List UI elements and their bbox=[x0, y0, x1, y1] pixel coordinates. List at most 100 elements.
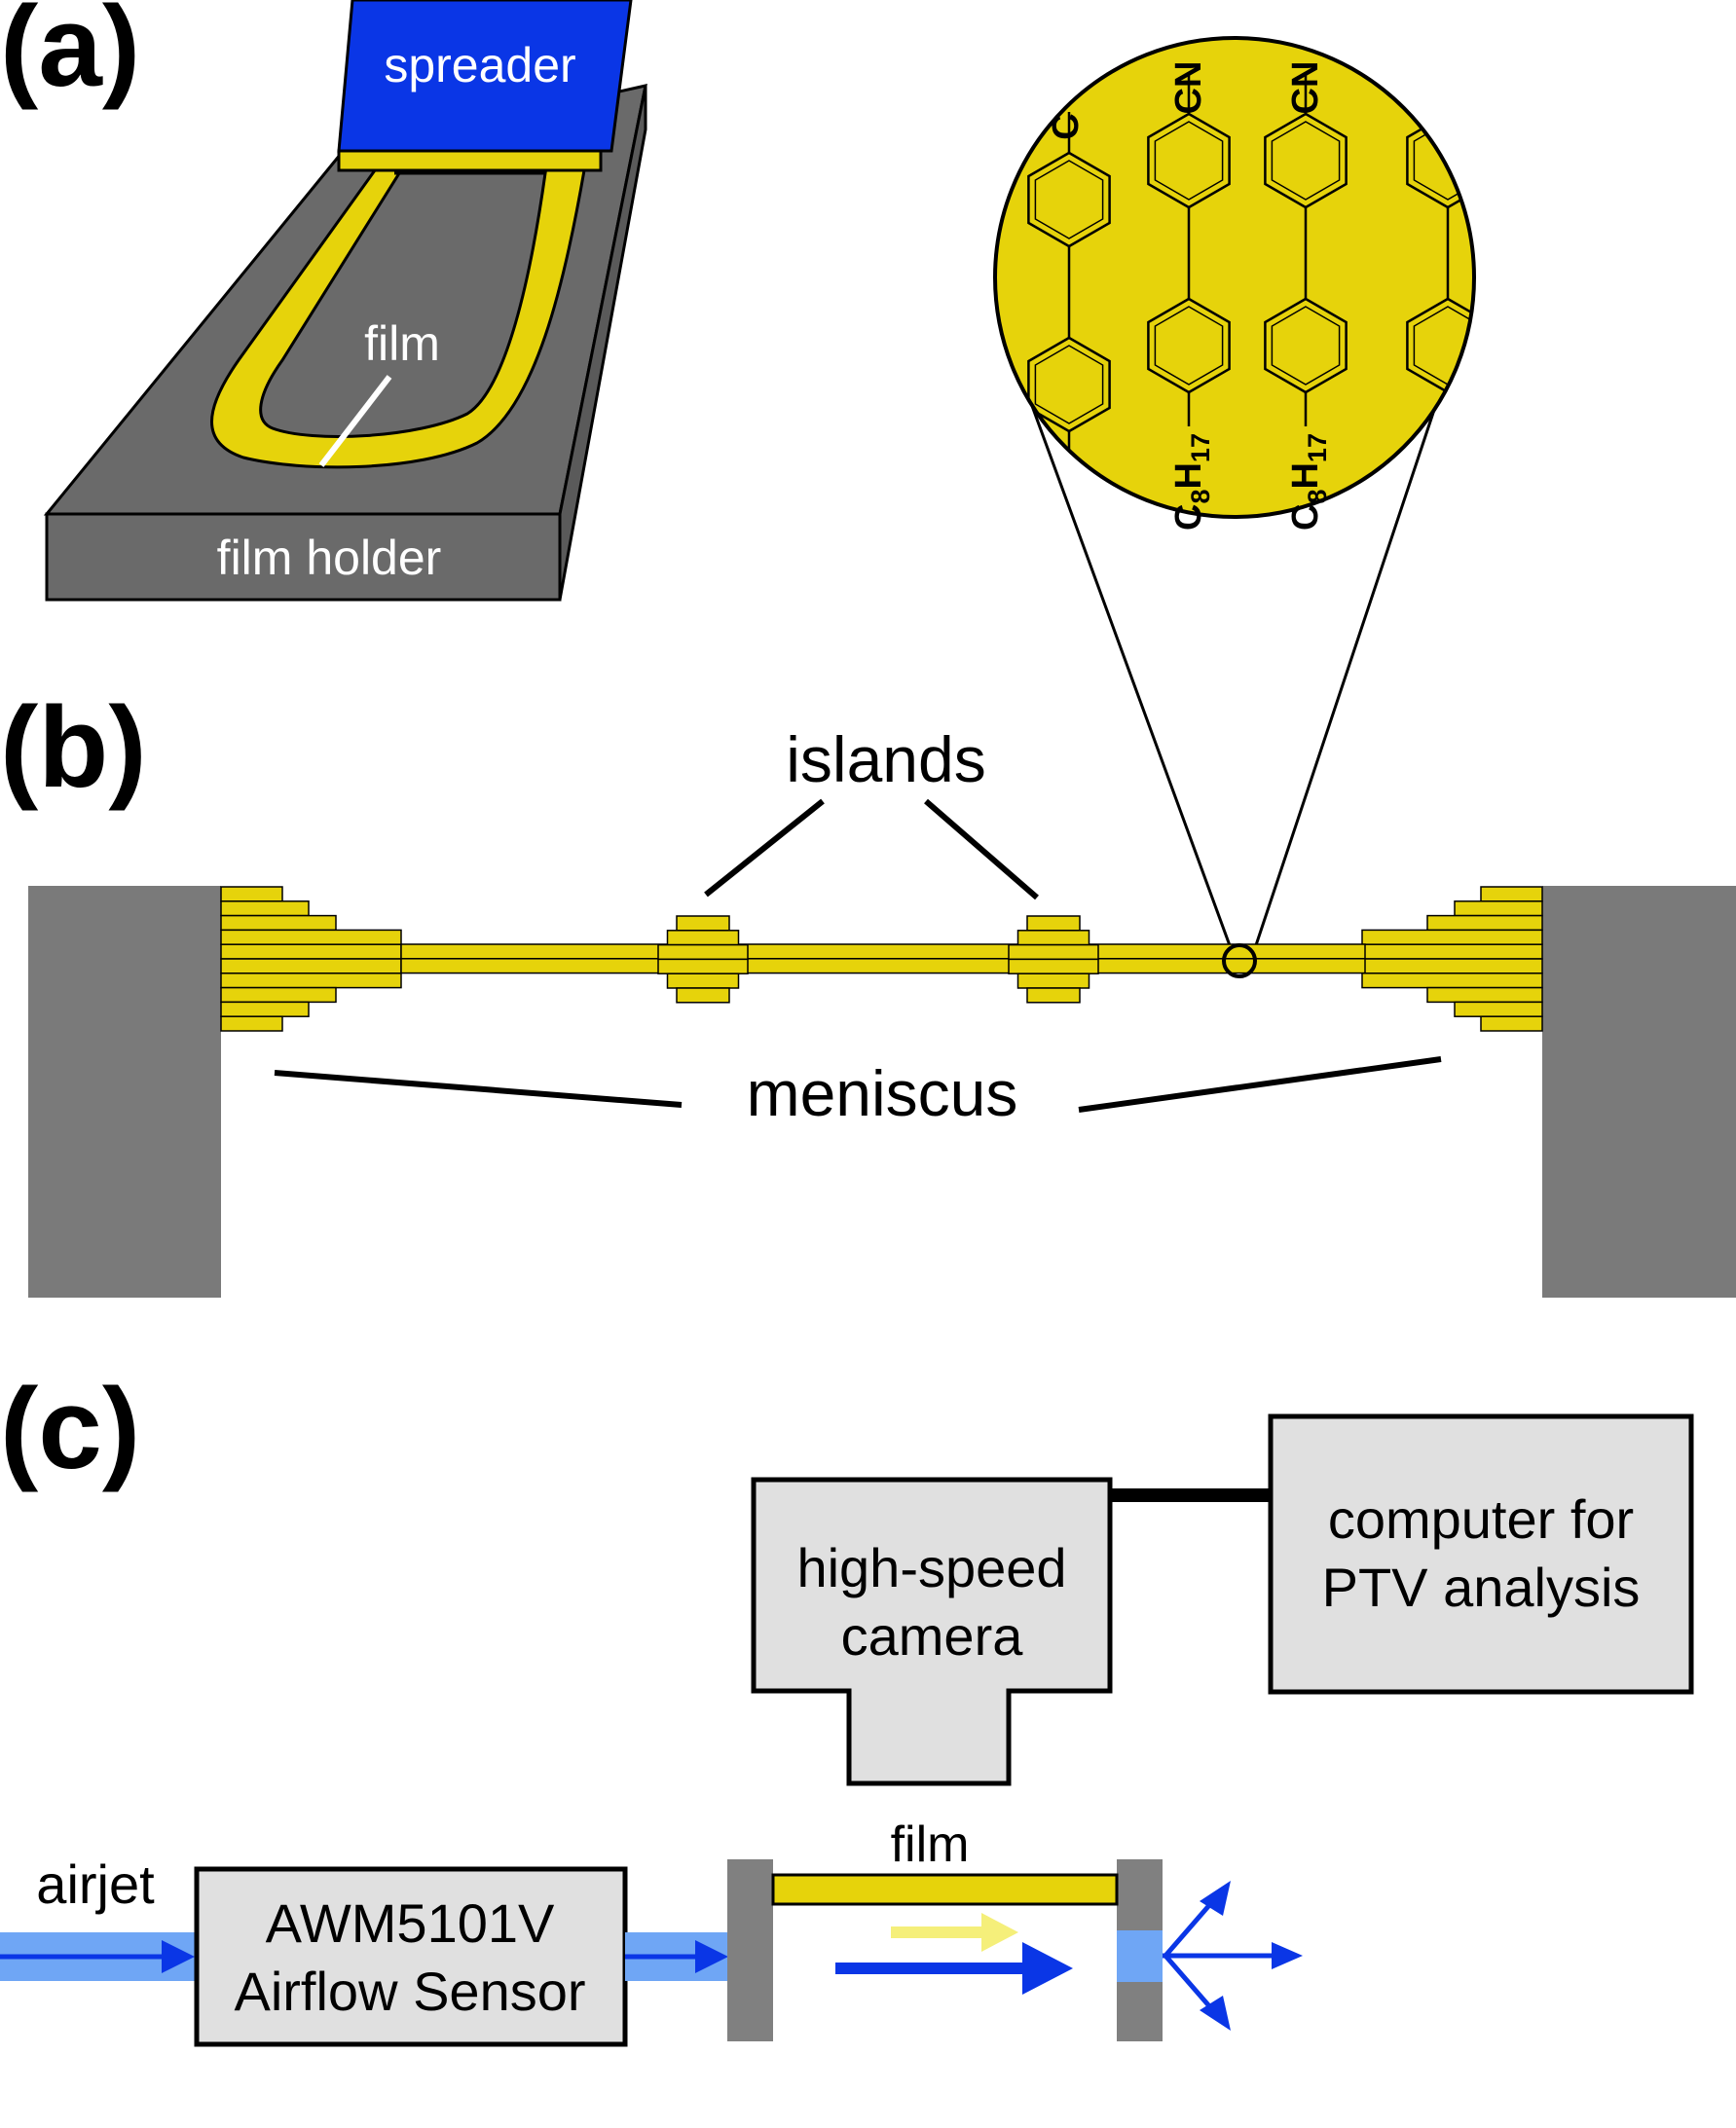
outlet-arrowhead-right bbox=[1272, 1942, 1303, 1969]
islands-pointer-right bbox=[924, 798, 1039, 900]
panel-a-label: (a) bbox=[0, 0, 140, 111]
chamber-wall-left bbox=[727, 1859, 773, 2041]
island-2-layer-1 bbox=[1026, 915, 1081, 932]
outlet-arrowhead-down bbox=[1200, 1996, 1231, 2031]
molecule-3-ring-2-inner bbox=[1271, 306, 1341, 385]
meniscus-left-layer-1 bbox=[220, 886, 283, 902]
panel-b-label: (b) bbox=[0, 683, 147, 812]
film-flow-arrowhead bbox=[981, 1913, 1018, 1952]
sensor-label-line1: AWM5101V bbox=[266, 1892, 555, 1954]
partial-c-label: C bbox=[1046, 113, 1087, 139]
molecule-3-ring-1-inner bbox=[1271, 121, 1341, 201]
cn-label-1: CN bbox=[1168, 61, 1209, 115]
wall-right bbox=[1542, 886, 1736, 1298]
film-loop-inner bbox=[259, 171, 547, 438]
zoom-line-right bbox=[1253, 394, 1441, 949]
meniscus-right-layer-6 bbox=[1361, 958, 1543, 974]
chamber-outlet bbox=[1117, 1930, 1163, 1982]
spreader bbox=[337, 0, 633, 153]
molecule-1-ring-1-inner bbox=[1034, 160, 1104, 239]
zoom-marker bbox=[1222, 943, 1257, 978]
film-layer-1 bbox=[400, 943, 1366, 960]
meniscus-pointer-right bbox=[1078, 1056, 1442, 1113]
meniscus-left-layer-9 bbox=[220, 1001, 310, 1017]
panel-b: (b) islands meniscus bbox=[0, 683, 1736, 1298]
meniscus-left-layer-5 bbox=[220, 943, 402, 960]
island-1-layer-5 bbox=[666, 972, 740, 989]
meniscus-right-layer-9 bbox=[1454, 1001, 1543, 1017]
meniscus-right-layer-5 bbox=[1361, 943, 1543, 960]
cn-label-2: CN bbox=[1285, 61, 1326, 115]
meniscus-right-layer-10 bbox=[1480, 1015, 1543, 1032]
meniscus-right-layer-7 bbox=[1361, 972, 1543, 989]
meniscus-left-layer-10 bbox=[220, 1015, 283, 1032]
c8h17-label-2: C8H17 bbox=[1285, 433, 1332, 531]
camera-label-line1: high-speed bbox=[796, 1537, 1066, 1598]
computer-label-line2: PTV analysis bbox=[1322, 1557, 1641, 1618]
meniscus-right-layer-8 bbox=[1426, 986, 1543, 1004]
film-layers bbox=[220, 886, 1543, 1032]
meniscus-right-layer-4 bbox=[1361, 929, 1543, 945]
islands-label: islands bbox=[786, 723, 985, 795]
island-1-layer-3 bbox=[657, 943, 749, 961]
island-1-layer-6 bbox=[676, 987, 730, 1004]
zoom-circle bbox=[993, 36, 1476, 519]
molecule-4-ring-2-inner bbox=[1413, 306, 1474, 385]
sensor-outlet-arrowhead bbox=[695, 1940, 728, 1973]
computer-label-line1: computer for bbox=[1328, 1488, 1634, 1550]
island-1-layer-2 bbox=[666, 930, 740, 946]
molecule-2-ring-2-inner bbox=[1154, 306, 1224, 385]
camera-label-line2: camera bbox=[841, 1605, 1024, 1667]
partial-h17-label: H17 bbox=[1428, 460, 1475, 517]
film-label-a: film bbox=[364, 316, 440, 371]
wall-left bbox=[28, 886, 221, 1298]
meniscus-left-layer-7 bbox=[220, 972, 402, 989]
island-2-layer-2 bbox=[1016, 930, 1090, 946]
meniscus-left-layer-3 bbox=[220, 914, 337, 932]
meniscus-right-layer-2 bbox=[1454, 900, 1543, 917]
film-holder-side bbox=[558, 85, 647, 601]
computer-box bbox=[1268, 1413, 1694, 1695]
partial-17-label: 17 bbox=[1025, 462, 1054, 492]
panel-c: (c) high-speed camera computer for PTV a… bbox=[0, 1365, 1694, 2047]
film-label-c: film bbox=[891, 1816, 970, 1873]
outlet-arrowhead-up bbox=[1200, 1881, 1231, 1916]
air-flow-arrowhead bbox=[1022, 1942, 1073, 1995]
meniscus-left-layer-4 bbox=[220, 929, 402, 945]
molecule-zoom: CN CN C CN 17 C8H17 C8H17 H17 bbox=[993, 36, 1476, 949]
island-1-layer-1 bbox=[676, 915, 730, 932]
film-holder-label: film holder bbox=[217, 531, 442, 585]
molecule-4-ring-1-inner bbox=[1413, 121, 1474, 201]
camera-body bbox=[751, 1477, 1113, 1786]
panel-c-label: (c) bbox=[0, 1365, 140, 1493]
molecule-2-ring-1-inner bbox=[1154, 121, 1224, 201]
spreader-label: spreader bbox=[384, 38, 575, 92]
meniscus-right-layer-1 bbox=[1480, 886, 1543, 902]
spreader-edge bbox=[337, 149, 603, 172]
island-2-layer-5 bbox=[1016, 972, 1090, 989]
film-strip bbox=[771, 1873, 1119, 1906]
outlet-arrows bbox=[1163, 1894, 1287, 2017]
meniscus-left-layer-6 bbox=[220, 958, 402, 974]
film-pointer-line bbox=[318, 375, 392, 467]
cn-label-3: CN bbox=[1428, 71, 1469, 125]
panel-a: (a) spreader film film holder bbox=[0, 0, 647, 602]
island-2-layer-6 bbox=[1026, 987, 1081, 1004]
meniscus-right-layer-3 bbox=[1426, 914, 1543, 932]
zoom-line-left bbox=[1026, 394, 1233, 949]
film-layer-2 bbox=[400, 958, 1366, 974]
meniscus-left-layer-2 bbox=[220, 900, 310, 917]
c8h17-label-1: C8H17 bbox=[1168, 433, 1215, 531]
meniscus-label: meniscus bbox=[747, 1057, 1018, 1129]
islands-pointer-left bbox=[704, 798, 825, 898]
island-2-layer-4 bbox=[1008, 958, 1099, 974]
island-2-layer-3 bbox=[1008, 943, 1099, 961]
airflow-sensor-box bbox=[194, 1866, 628, 2047]
island-1-layer-4 bbox=[657, 958, 749, 974]
meniscus-left-layer-8 bbox=[220, 986, 337, 1004]
sensor-label-line2: Airflow Sensor bbox=[234, 1961, 585, 2022]
molecule-1-ring-2-inner bbox=[1034, 345, 1104, 424]
meniscus-pointer-left bbox=[274, 1070, 683, 1108]
